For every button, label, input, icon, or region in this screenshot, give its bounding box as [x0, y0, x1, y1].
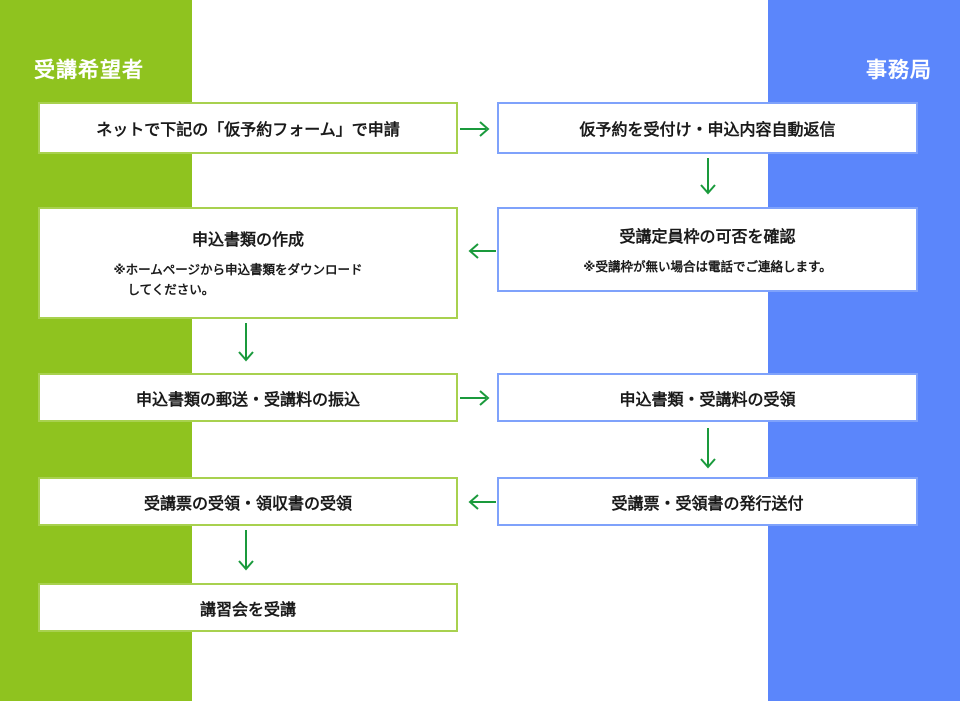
arrow-right-icon — [460, 121, 490, 137]
step-create-docs-note-line2: してください。 — [127, 282, 215, 297]
step-receive-ticket: 受講票の受領・領収書の受領 — [38, 477, 458, 526]
applicant-lane-title: 受講希望者 — [34, 58, 144, 82]
step-issue-ticket: 受講票・受領書の発行送付 — [497, 477, 918, 526]
step-issue-ticket-title: 受講票・受領書の発行送付 — [611, 493, 804, 513]
step-receive-docs: 申込書類・受講料の受領 — [497, 373, 918, 422]
step-check-title: 受講定員枠の可否を確認 — [619, 226, 796, 246]
step-receive: 仮予約を受付け・申込内容自動返信 — [497, 102, 918, 154]
office-lane-title: 事務局 — [866, 58, 932, 82]
arrow-left-icon — [468, 243, 496, 259]
step-receive-docs-title: 申込書類・受講料の受領 — [619, 389, 796, 409]
step-send-docs-title: 申込書類の郵送・受講料の振込 — [135, 389, 360, 409]
step-receive-title: 仮予約を受付け・申込内容自動返信 — [579, 120, 836, 139]
step-create-docs-note: ※ホームページから申込書類をダウンロード してください。 — [113, 260, 362, 300]
step-send-docs: 申込書類の郵送・受講料の振込 — [38, 373, 458, 422]
arrow-down-icon — [238, 323, 254, 362]
arrow-right-icon — [460, 390, 490, 406]
arrow-left-icon — [468, 494, 496, 510]
step-apply-title: ネットで下記の「仮予約フォーム」で申請 — [96, 120, 400, 139]
step-create-docs: 申込書類の作成 ※ホームページから申込書類をダウンロード してください。 — [38, 207, 458, 319]
step-apply: ネットで下記の「仮予約フォーム」で申請 — [38, 102, 458, 154]
step-attend-title: 講習会を受講 — [199, 599, 296, 619]
step-check-note: ※受講枠が無い場合は電話でご連絡します。 — [583, 258, 832, 274]
step-create-docs-note-line1: ※ホームページから申込書類をダウンロード — [113, 262, 363, 277]
arrow-down-icon — [700, 428, 716, 469]
arrow-down-icon — [700, 158, 716, 195]
step-check: 受講定員枠の可否を確認 ※受講枠が無い場合は電話でご連絡します。 — [497, 207, 918, 292]
step-attend: 講習会を受講 — [38, 583, 458, 632]
arrow-down-icon — [238, 530, 254, 571]
step-create-docs-title: 申込書類の作成 — [191, 230, 304, 249]
step-receive-ticket-title: 受講票の受領・領収書の受領 — [143, 493, 352, 513]
